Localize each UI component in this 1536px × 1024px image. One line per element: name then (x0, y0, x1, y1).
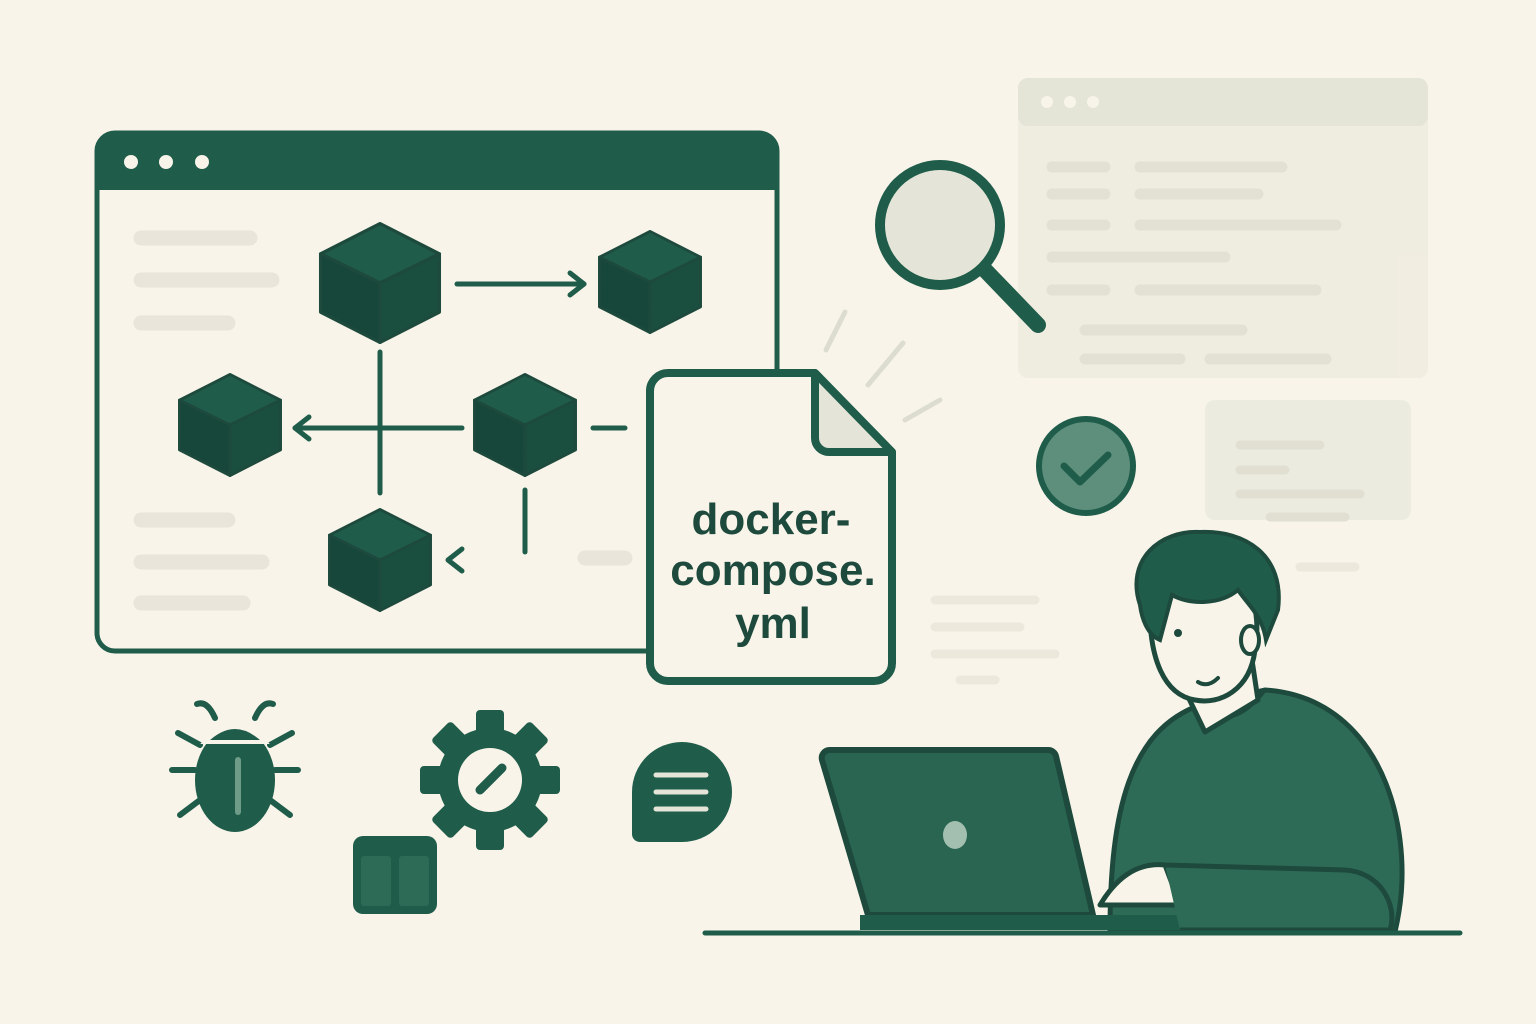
person-at-laptop (702, 529, 1463, 936)
person-hand (1097, 862, 1183, 908)
bug-icon (169, 700, 301, 832)
service-connectors (292, 270, 628, 574)
window-dot (124, 155, 138, 169)
background-card (930, 400, 1411, 685)
chat-icon (632, 742, 732, 842)
file-name-line2: compose. (670, 546, 875, 595)
background-window (1018, 78, 1428, 378)
window-icon (353, 836, 437, 914)
window-dot (195, 155, 209, 169)
gear-icon (420, 710, 560, 850)
person-hair (1134, 529, 1281, 648)
docker-compose-file: docker- compose. yml (646, 369, 896, 685)
window-titlebar (97, 133, 777, 190)
window-dot (159, 155, 173, 169)
file-fold (811, 369, 896, 456)
check-icon (1036, 416, 1136, 516)
person-arm (1164, 862, 1395, 933)
placeholder-lines (133, 230, 633, 611)
main-window (94, 130, 780, 654)
file-name-line3: yml (735, 599, 811, 648)
file-name-line1: docker- (692, 495, 851, 544)
laptop-icon (818, 747, 1180, 930)
search-icon (875, 160, 1046, 333)
highlight-rays (823, 309, 943, 423)
